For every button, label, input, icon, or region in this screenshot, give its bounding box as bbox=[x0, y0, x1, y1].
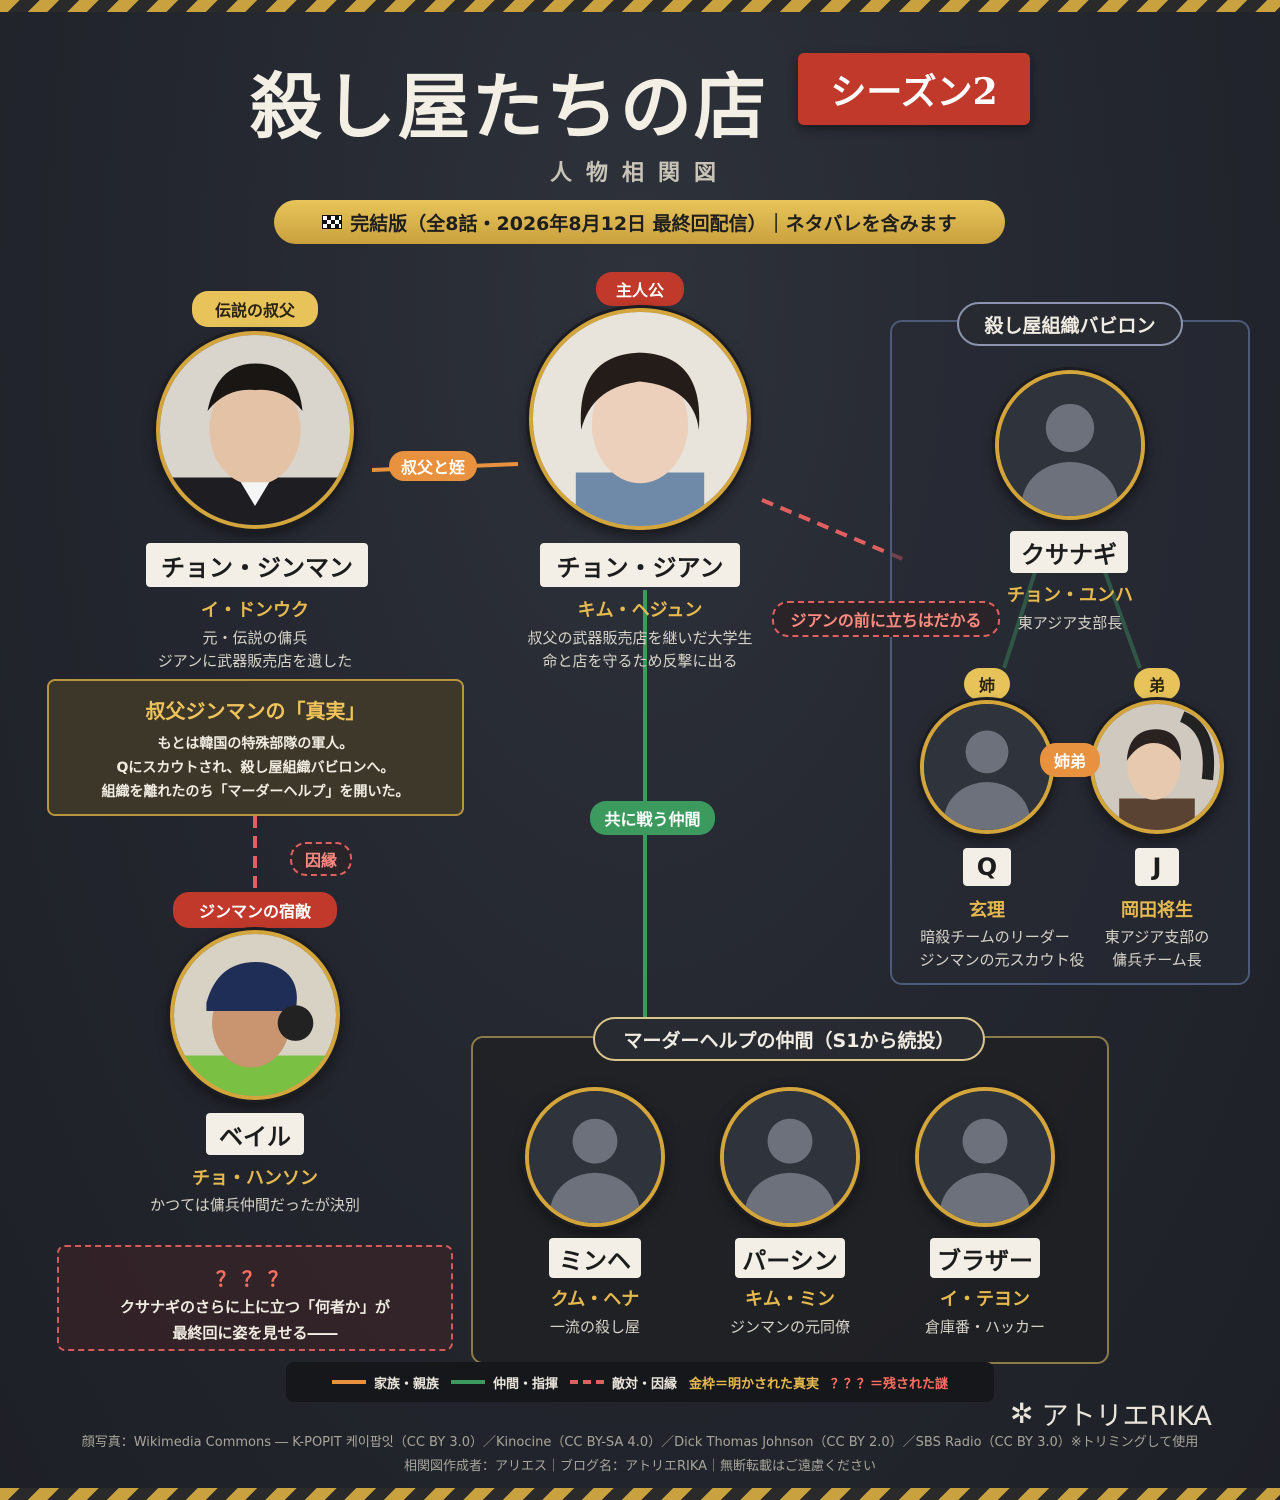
photo-credits: 顔写真：Wikimedia Commons ― K-POPIT 케이팝잇（CC … bbox=[81, 1435, 1199, 1450]
legend-family: 家族・親族 bbox=[331, 1373, 439, 1392]
desc-jinman-1: 元・伝説の傭兵 bbox=[202, 629, 308, 647]
nameplate-j: J bbox=[1135, 848, 1179, 886]
legend-mystery-label: ？？？＝残された謎 bbox=[831, 1376, 949, 1392]
nameplate-jinman: チョン・ジンマン bbox=[146, 543, 368, 587]
banner-text: 完結版（全8話・2026年8月12日 最終回配信）｜ネタバレを含みます bbox=[350, 212, 957, 235]
brand-name: アトリエRIKA bbox=[1041, 1401, 1212, 1432]
group-label-murderhelp: マーダーヘルプの仲間（S1から続投） bbox=[593, 1017, 985, 1061]
relation-blocks-jian: ジアンの前に立ちはだかる bbox=[772, 601, 1000, 637]
avatar-q bbox=[920, 700, 1054, 834]
actor-kusanagi: チョン・ユンハ bbox=[1007, 585, 1133, 606]
relation-allies: 共に戦う仲間 bbox=[590, 801, 715, 835]
tag-brother: 弟 bbox=[1134, 668, 1180, 700]
tag-nemesis: ジンマンの宿敵 bbox=[173, 892, 337, 928]
nameplate-kusanagi: クサナギ bbox=[1010, 531, 1128, 573]
actor-brother: イ・テヨン bbox=[940, 1289, 1030, 1310]
desc-brother: 倉庫番・ハッカー bbox=[924, 1318, 1045, 1336]
nameplate-parsing: パーシン bbox=[735, 1238, 845, 1278]
mystery-line-1: クサナギのさらに上に立つ「何者か」が bbox=[119, 1298, 390, 1316]
avatar-parsing bbox=[720, 1087, 860, 1227]
legend-ally-line bbox=[450, 1380, 485, 1384]
desc-jian-2: 命と店を守るため反撃に出る bbox=[542, 652, 738, 670]
actor-jian: キム・ヘジュン bbox=[577, 600, 703, 621]
top-hazard-stripe bbox=[0, 0, 1280, 12]
legend-gold: 金枠＝明かされた真実 bbox=[689, 1373, 819, 1392]
avatar-minhe bbox=[525, 1087, 665, 1227]
legend-family-label: 家族・親族 bbox=[373, 1376, 439, 1392]
desc-q-2: ジンマンの元スカウト役 bbox=[919, 951, 1085, 969]
legend-enemy-line bbox=[569, 1380, 604, 1384]
page-subtitle: 人物相関図 bbox=[549, 161, 730, 186]
nameplate-brother: ブラザー bbox=[930, 1238, 1040, 1278]
tag-legendary-uncle: 伝説の叔父 bbox=[192, 291, 318, 327]
nameplate-jian: チョン・ジアン bbox=[540, 543, 740, 587]
avatar-j bbox=[1090, 700, 1224, 834]
nameplate-bale: ベイル bbox=[206, 1113, 304, 1155]
truth-line-1: もとは韓国の特殊部隊の軍人。 bbox=[157, 736, 354, 752]
relation-siblings: 姉弟 bbox=[1040, 743, 1100, 777]
desc-kusanagi: 東アジア支部長 bbox=[1017, 614, 1123, 632]
legend-enemy-label: 敵対・因縁 bbox=[611, 1376, 677, 1392]
legend-mystery: ？？？＝残された謎 bbox=[831, 1373, 948, 1392]
asterisk-icon: ✲ bbox=[1010, 1397, 1034, 1430]
relation-uncle-niece: 叔父と姪 bbox=[389, 451, 477, 481]
desc-jinman-2: ジアンに武器販売店を遺した bbox=[157, 652, 353, 670]
person-silhouette-icon bbox=[999, 374, 1141, 516]
truth-line-2: Qにスカウトされ、殺し屋組織バビロンへ。 bbox=[116, 760, 395, 776]
avatar-brother bbox=[915, 1087, 1055, 1227]
author-credits: 相関図作成者：アリエス｜ブログ名：アトリエRIKA｜無断転載はご遠慮ください bbox=[403, 1459, 877, 1474]
actor-jinman: イ・ドンウク bbox=[201, 600, 309, 621]
legend-gold-label: 金枠＝明かされた真実 bbox=[689, 1376, 820, 1392]
truth-line-3: 組織を離れたのち「マーダーヘルプ」を開いた。 bbox=[101, 784, 410, 800]
nameplate-minhe: ミンヘ bbox=[549, 1238, 641, 1278]
season-badge: シーズン2 bbox=[798, 53, 1030, 125]
legend-family-line bbox=[331, 1380, 366, 1384]
mystery-box: ？？？ クサナギのさらに上に立つ「何者か」が 最終回に姿を見せる―― bbox=[57, 1245, 453, 1351]
desc-j-2: 傭兵チーム長 bbox=[1112, 951, 1202, 969]
actor-parsing: キム・ミン bbox=[745, 1289, 835, 1310]
avatar-bale bbox=[170, 930, 340, 1100]
legend: 家族・親族 仲間・指揮 敵対・因縁 金枠＝明かされた真実 ？？？＝残された謎 bbox=[286, 1362, 994, 1402]
desc-j-1: 東アジア支部の bbox=[1104, 928, 1210, 946]
legend-ally-label: 仲間・指揮 bbox=[492, 1376, 558, 1392]
avatar-jian bbox=[529, 308, 751, 530]
mystery-line-2: 最終回に姿を見せる―― bbox=[172, 1324, 338, 1342]
truth-title: 叔父ジンマンの「真実」 bbox=[145, 699, 366, 723]
nameplate-q: Q bbox=[963, 848, 1011, 886]
finale-banner: 完結版（全8話・2026年8月12日 最終回配信）｜ネタバレを含みます bbox=[274, 200, 1005, 244]
actor-j: 岡田将生 bbox=[1121, 900, 1193, 921]
truth-box: 叔父ジンマンの「真実」 もとは韓国の特殊部隊の軍人。 Qにスカウトされ、殺し屋組… bbox=[47, 679, 464, 816]
blocks-line bbox=[761, 498, 906, 562]
legend-enemy: 敵対・因縁 bbox=[569, 1373, 677, 1392]
tag-sister: 姉 bbox=[964, 668, 1010, 700]
bottom-hazard-stripe bbox=[0, 1488, 1280, 1500]
checkered-flag-icon bbox=[322, 215, 343, 229]
mystery-title: ？？？ bbox=[216, 1267, 294, 1291]
actor-q: 玄理 bbox=[969, 900, 1005, 921]
avatar-kusanagi bbox=[995, 370, 1145, 520]
actor-bale: チョ・ハンソン bbox=[192, 1168, 318, 1189]
desc-jian-1: 叔父の武器販売店を継いだ大学生 bbox=[527, 629, 753, 647]
relation-fate: 因縁 bbox=[290, 842, 352, 876]
desc-bale: かつては傭兵仲間だったが決別 bbox=[150, 1196, 360, 1214]
desc-minhe: 一流の殺し屋 bbox=[549, 1318, 640, 1336]
actor-minhe: クム・ヘナ bbox=[550, 1289, 640, 1310]
group-label-babylon: 殺し屋組織バビロン bbox=[957, 302, 1183, 346]
brand: ✲ アトリエRIKA bbox=[1010, 1394, 1212, 1433]
legend-ally: 仲間・指揮 bbox=[450, 1373, 558, 1392]
avatar-jinman bbox=[156, 331, 354, 529]
desc-q-1: 暗殺チームのリーダー bbox=[920, 928, 1070, 946]
desc-parsing: ジンマンの元同僚 bbox=[729, 1318, 850, 1336]
tag-protagonist: 主人公 bbox=[596, 272, 684, 306]
page-title: 殺し屋たちの店 bbox=[250, 64, 769, 149]
